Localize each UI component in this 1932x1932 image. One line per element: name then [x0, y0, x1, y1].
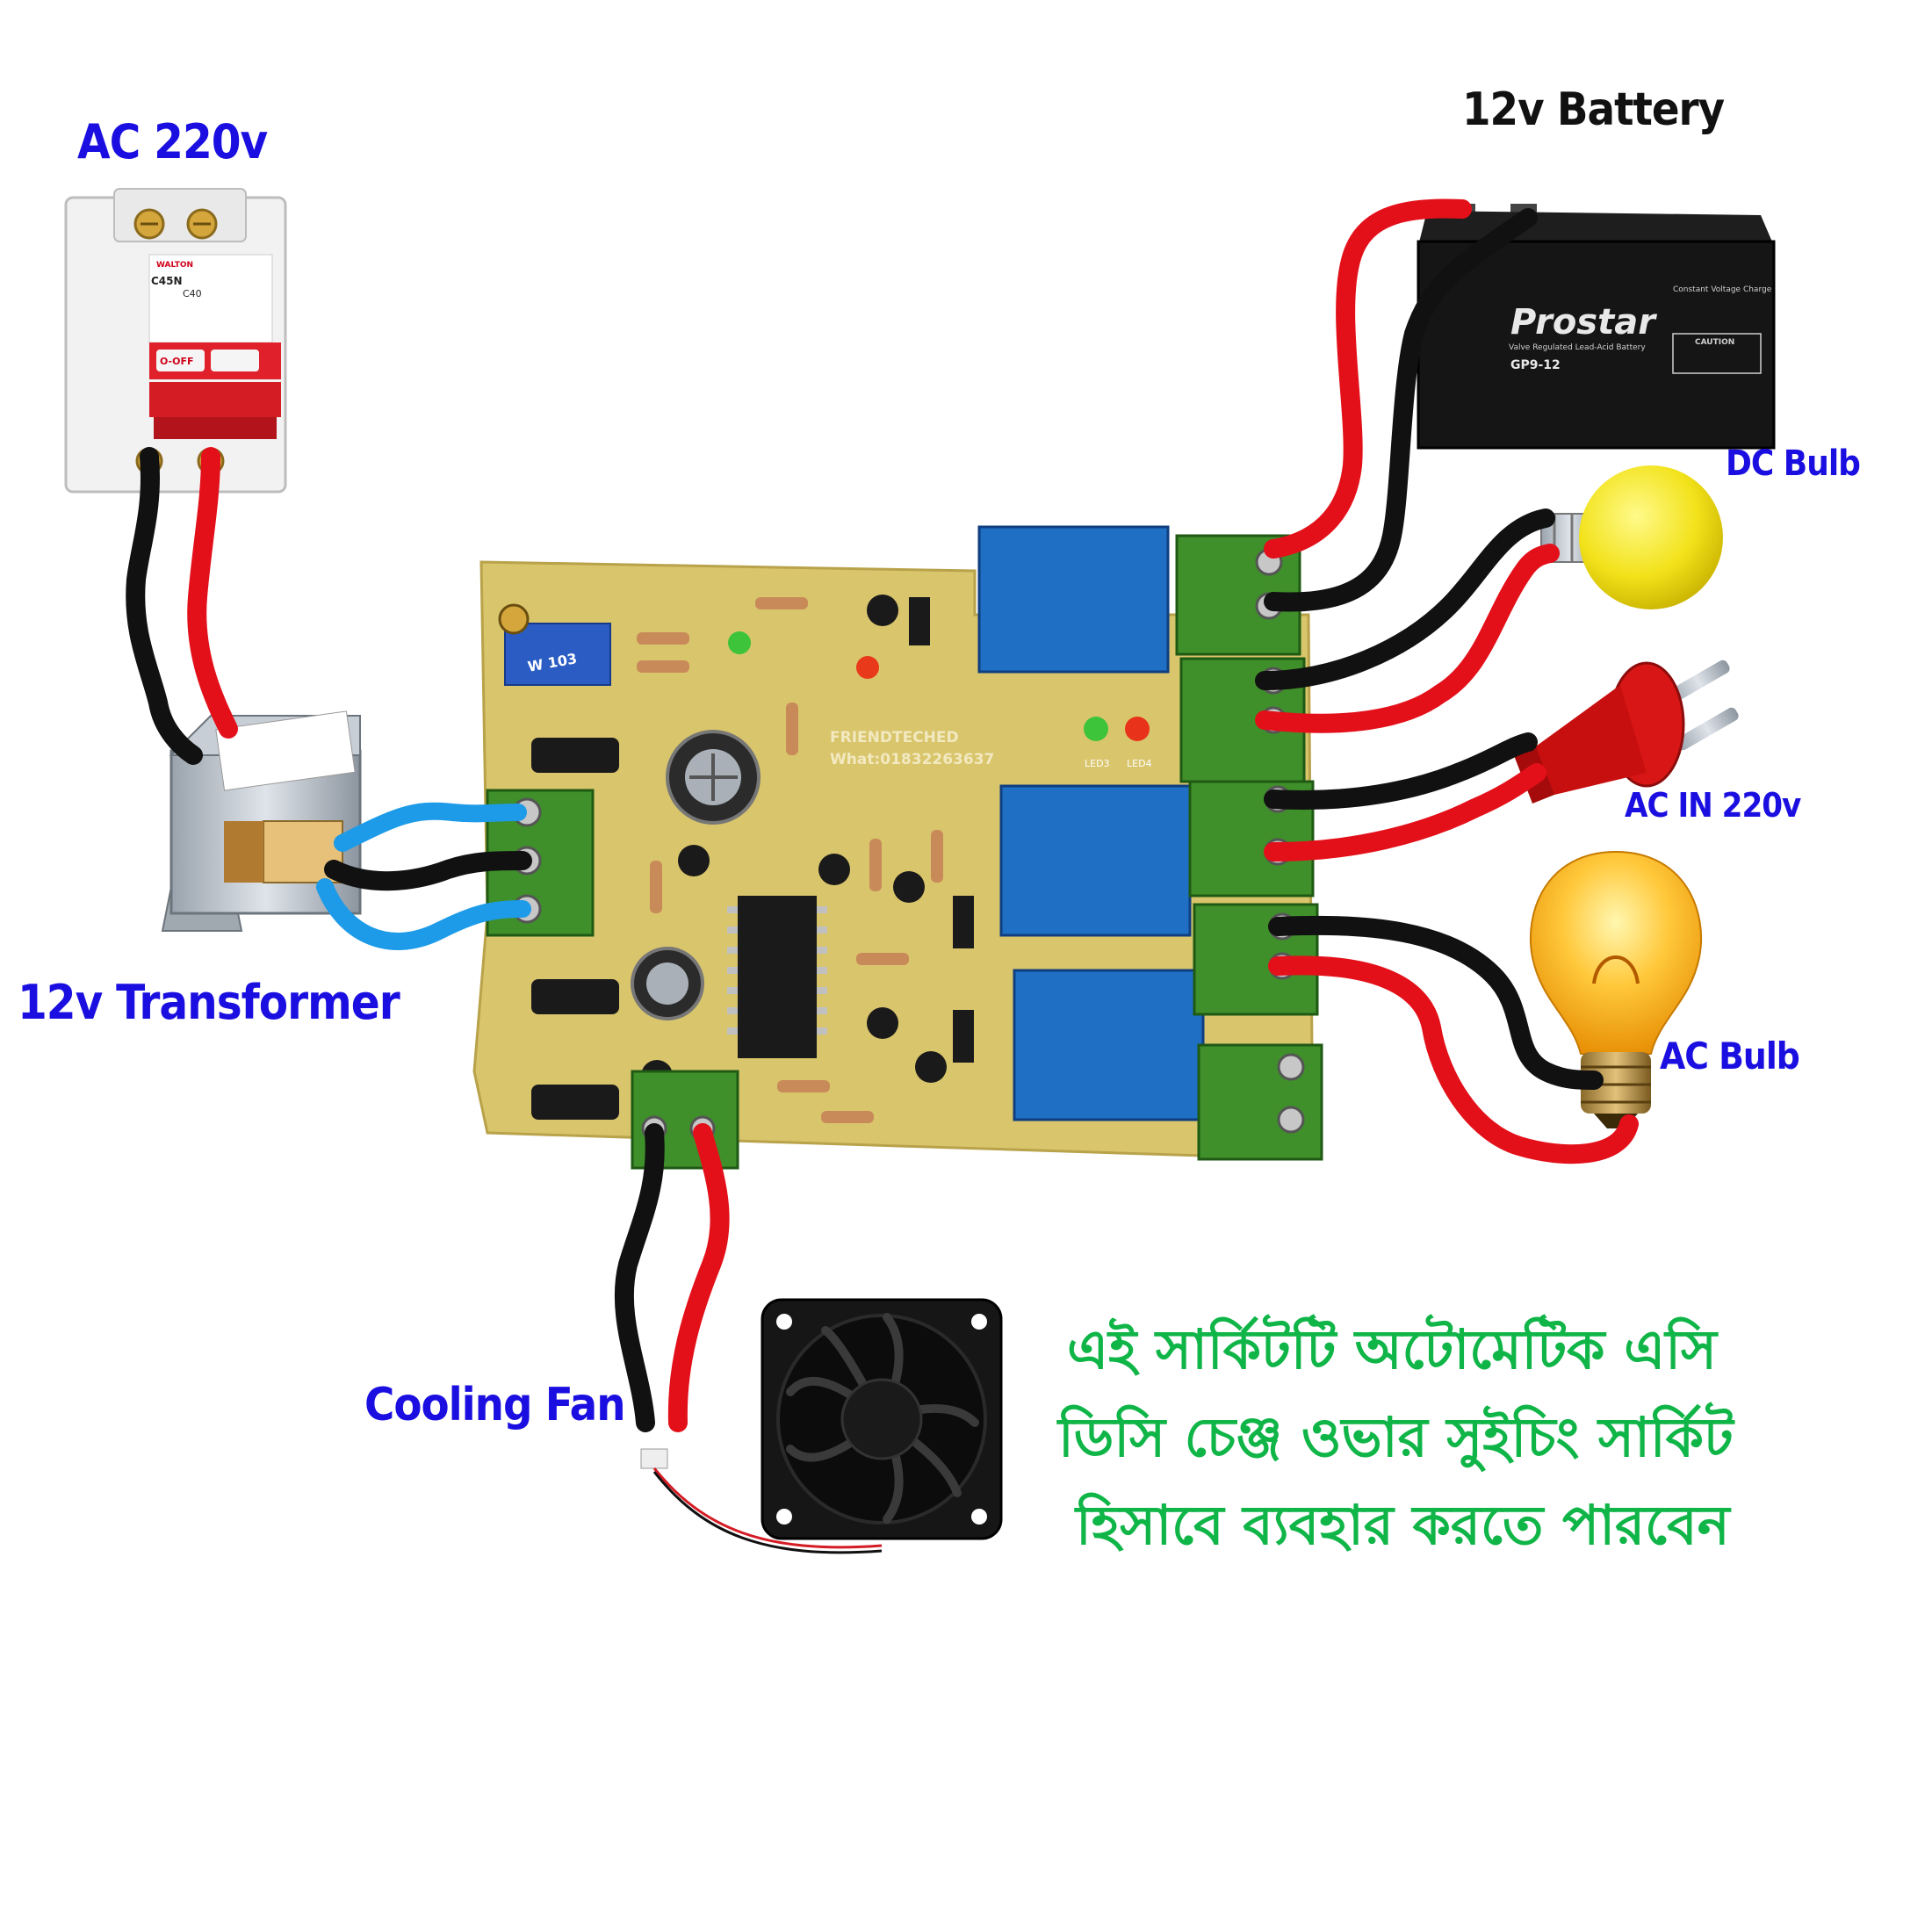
- breaker-brand: WALTON: [156, 261, 193, 270]
- description-line-2: ডিসি চেঞ্জ ওভার সুইচিং সার্কিট: [1058, 1405, 1734, 1469]
- battery-model: GP9-12: [1510, 358, 1561, 372]
- battery-caution: CAUTION: [1695, 338, 1734, 347]
- battery-icon: Prostar Valve Regulated Lead-Acid Batter…: [1417, 204, 1776, 450]
- circuit-breaker-icon: WALTON C45N C40 O-OFF: [64, 188, 287, 494]
- relay-icon: [977, 525, 1205, 1121]
- transformer-label: 12v Transformer: [18, 975, 400, 1030]
- breaker-off-label: O-OFF: [160, 356, 194, 367]
- battery-type: Valve Regulated Lead-Acid Battery: [1509, 343, 1646, 352]
- battery-brand: Prostar: [1510, 302, 1657, 342]
- breaker-rating: C40: [183, 288, 202, 299]
- dc-bulb-icon: [1540, 465, 1723, 609]
- pcb-led3: LED3: [1085, 758, 1110, 769]
- ac-bulb-label: AC Bulb: [1660, 1034, 1800, 1078]
- pcb-phone: What:01832263637: [830, 751, 994, 768]
- pcb-led4: LED4: [1127, 758, 1152, 769]
- wires: [126, 198, 1639, 1432]
- battery-spec: Constant Voltage Charge: [1673, 285, 1772, 294]
- description-line-3: হিসাবে ব্যবহার করতে পারবেন: [1076, 1493, 1730, 1557]
- ac-source-label: AC 220v: [77, 114, 268, 169]
- breaker-model: C45N: [151, 275, 183, 287]
- dc-bulb-label: DC Bulb: [1726, 443, 1861, 484]
- cooling-fan-icon: [640, 1298, 1003, 1554]
- ac-in-label: AC IN 220v: [1625, 786, 1801, 825]
- battery-label: 12v Battery: [1462, 83, 1725, 136]
- ac-plug-icon: [1510, 660, 1739, 804]
- ac-bulb-icon: [1529, 850, 1703, 1128]
- pcb-brand: FRIENDTECHED: [830, 729, 959, 746]
- fan-label: Cooling Fan: [364, 1379, 626, 1431]
- description-line-1: এই সার্কিটটি অটোমেটিক এসি: [1067, 1317, 1717, 1381]
